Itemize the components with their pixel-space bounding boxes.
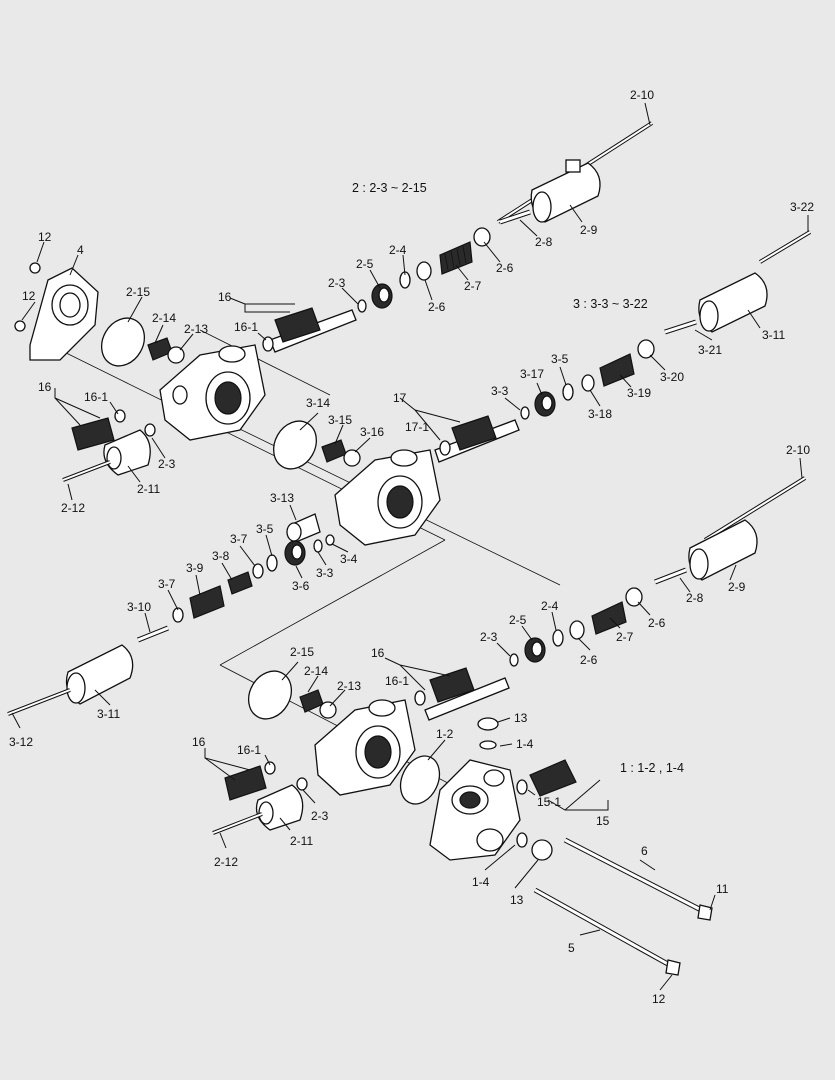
top-spool-assembly	[14, 121, 654, 482]
label-3-14: 3-14	[306, 396, 330, 410]
label-3-6: 3-6	[292, 579, 310, 593]
label-2-6a-mid: 2-6	[648, 616, 666, 630]
label-16-mid: 16	[371, 646, 385, 660]
label-3-11-top: 3-11	[762, 328, 785, 342]
label-1-4-a: 1-4	[516, 737, 534, 751]
label-2-13-top: 2-13	[184, 322, 208, 336]
label-2-9-top: 2-9	[580, 223, 598, 237]
label-2-13-mid: 2-13	[337, 679, 361, 693]
label-3-5-b: 3-5	[256, 522, 274, 536]
label-2-3-top: 2-3	[328, 276, 346, 290]
label-17-1: 17-1	[405, 420, 429, 434]
label-2-15-top: 2-15	[126, 285, 150, 299]
label-2-4-mid: 2-4	[541, 599, 559, 613]
label-3-22: 3-22	[790, 200, 814, 214]
label-3-11-b: 3-11	[97, 707, 120, 721]
label-2-6a-top: 2-6	[496, 261, 514, 275]
label-5: 5	[568, 941, 575, 955]
note-1: 1 : 1-2 , 1-4	[620, 761, 684, 775]
label-12-a: 12	[38, 230, 52, 244]
inlet-body-assembly	[399, 717, 713, 976]
label-2-5-mid: 2-5	[509, 613, 527, 627]
label-11: 11	[716, 882, 729, 896]
label-2-6b-mid: 2-6	[580, 653, 598, 667]
label-2-5-top: 2-5	[356, 257, 374, 271]
label-2-8-mid: 2-8	[686, 591, 704, 605]
label-15: 15	[596, 814, 610, 828]
label-6: 6	[641, 844, 648, 858]
label-16-left: 16	[38, 380, 52, 394]
label-2-12-low: 2-12	[214, 855, 238, 869]
label-2-6b-top: 2-6	[428, 300, 446, 314]
label-2-4-top: 2-4	[389, 243, 407, 257]
label-3-3-top: 3-3	[491, 384, 509, 398]
label-2-3-left: 2-3	[158, 457, 176, 471]
label-3-19: 3-19	[627, 386, 651, 400]
label-16-top: 16	[218, 290, 232, 304]
label-2-14-mid: 2-14	[304, 664, 328, 678]
label-3-12: 3-12	[9, 735, 33, 749]
label-16-low: 16	[192, 735, 206, 749]
label-2-10-top: 2-10	[630, 88, 654, 102]
label-2-3-low: 2-3	[311, 809, 329, 823]
leader-lines	[11, 102, 809, 991]
note-2: 2 : 2-3 ~ 2-15	[352, 181, 427, 195]
label-13-b: 13	[510, 893, 524, 907]
label-17: 17	[393, 391, 407, 405]
label-2-15-mid: 2-15	[290, 645, 314, 659]
label-3-17: 3-17	[520, 367, 544, 381]
label-16-1-left: 16-1	[84, 390, 108, 404]
label-3-5-top: 3-5	[551, 352, 569, 366]
label-3-7-a: 3-7	[230, 532, 248, 546]
label-3-9: 3-9	[186, 561, 204, 575]
label-3-18: 3-18	[588, 407, 612, 421]
part-labels: 2-10 2-9 2-8 2-6 2-7 2-4 2-5 2-3 2-6 12 …	[9, 88, 814, 1006]
label-16-1-top: 16-1	[234, 320, 258, 334]
label-16-1-low: 16-1	[237, 743, 261, 757]
middle-spool-assembly	[7, 230, 812, 716]
label-2-9-mid: 2-9	[728, 580, 746, 594]
label-3-10: 3-10	[127, 600, 151, 614]
label-1-2: 1-2	[436, 727, 454, 741]
label-12-b: 12	[22, 289, 36, 303]
label-2-3-mid: 2-3	[480, 630, 498, 644]
label-2-10-mid: 2-10	[786, 443, 810, 457]
label-4: 4	[77, 243, 84, 257]
note-3: 3 : 3-3 ~ 3-22	[573, 297, 648, 311]
label-1-4-b: 1-4	[472, 875, 490, 889]
label-2-14-top: 2-14	[152, 311, 176, 325]
label-13-a: 13	[514, 711, 528, 725]
lower-spool-assembly	[212, 476, 807, 835]
label-15-1: 15-1	[537, 795, 561, 809]
label-2-11-top: 2-11	[137, 482, 160, 496]
label-3-20: 3-20	[660, 370, 684, 384]
label-12-c: 12	[652, 992, 666, 1006]
label-2-8-top: 2-8	[535, 235, 553, 249]
label-2-7-top: 2-7	[464, 279, 482, 293]
label-3-3-b: 3-3	[316, 566, 334, 580]
label-3-16: 3-16	[360, 425, 384, 439]
alignment-lines	[49, 329, 561, 811]
label-3-4: 3-4	[340, 552, 358, 566]
label-2-12-top: 2-12	[61, 501, 85, 515]
label-3-8: 3-8	[212, 549, 230, 563]
label-16-1-mid: 16-1	[385, 674, 409, 688]
label-3-21: 3-21	[698, 343, 722, 357]
label-3-13: 3-13	[270, 491, 294, 505]
label-2-11-low: 2-11	[290, 834, 313, 848]
label-3-7-b: 3-7	[158, 577, 176, 591]
label-3-15: 3-15	[328, 413, 352, 427]
label-2-7-mid: 2-7	[616, 630, 634, 644]
